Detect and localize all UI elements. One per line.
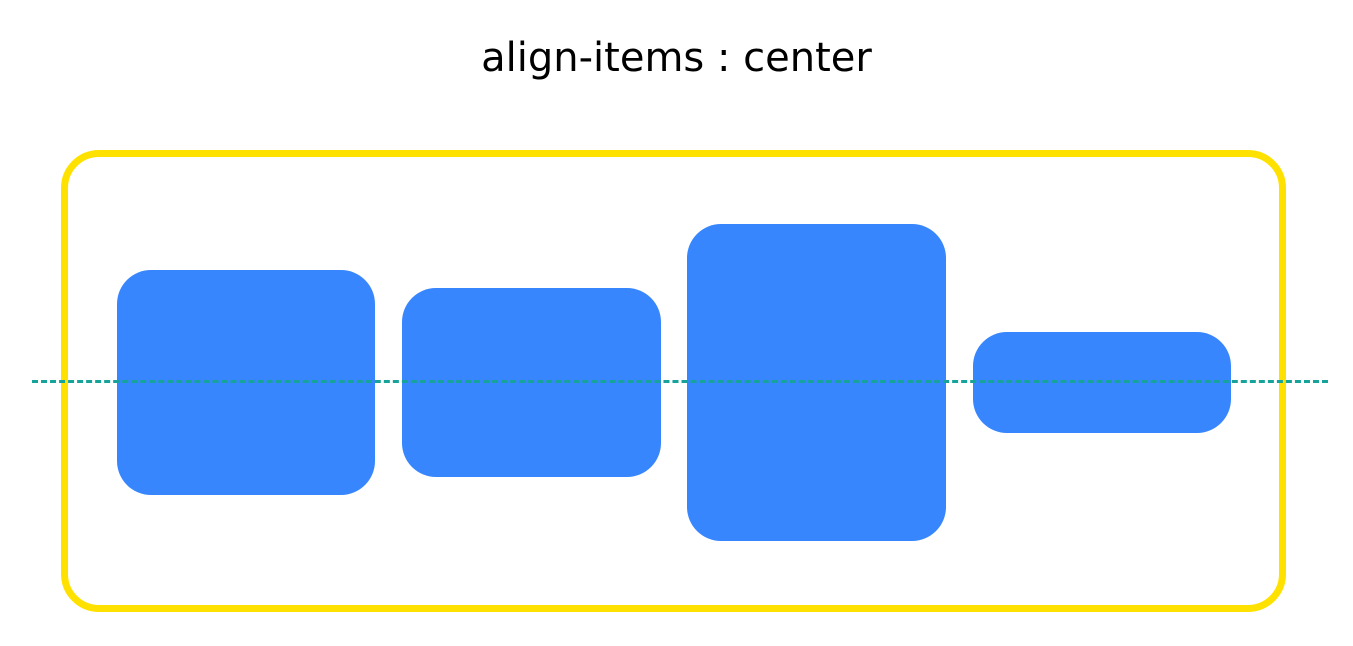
center-axis-line: [32, 380, 1328, 383]
diagram-title: align-items : center: [481, 35, 872, 81]
